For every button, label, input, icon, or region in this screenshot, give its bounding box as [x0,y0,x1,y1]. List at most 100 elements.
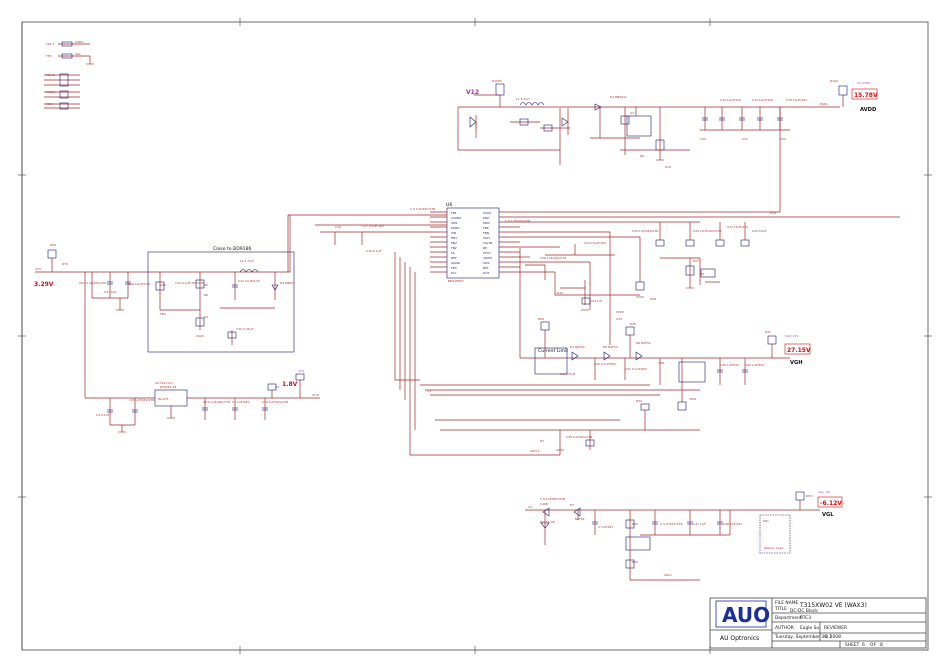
svg-text:VCOM: VCOM [46,90,56,94]
svg-text:C24 0.1uF/16V: C24 0.1uF/16V [584,241,607,245]
svg-text:EN1: EN1 [451,236,457,240]
svg-text:R6: R6 [204,293,208,297]
svg-text:IN OUT: IN OUT [158,397,169,401]
controller-ic: FB1 COMP1 SW1 PGND VIN EN1 EN2 FB2 SS RE… [430,202,520,283]
svg-text:BAT54 D8: BAT54 D8 [540,520,555,524]
svg-text:VGL1: VGL1 [664,573,672,577]
svg-text:C15 10uF/25V: C15 10uF/25V [786,98,808,102]
svg-text:L1 4.7uH: L1 4.7uH [516,97,529,101]
svg-text:R101: R101 [820,102,828,106]
svg-text:EN2: EN2 [451,241,457,245]
svg-text:C8 0.1uF/16V/X7R: C8 0.1uF/16V/X7R [79,281,106,285]
svg-text:C19 1uF/16V/X7R: C19 1uF/16V/X7R [262,400,288,404]
svg-text:D1 RB051L: D1 RB051L [610,95,627,99]
sheet-label: SHEET [845,642,860,648]
svg-text:R100: R100 [830,79,838,83]
svg-text:C7 1uF/16V: C7 1uF/16V [232,400,250,404]
svg-text:C35 1uF/16V/X7R: C35 1uF/16V/X7R [566,435,592,439]
svg-text:D5 BAT54: D5 BAT54 [603,345,618,349]
of-value: 8 [880,642,883,648]
svg-text:C21: C21 [742,137,748,141]
svg-text:VGH-1: VGH-1 [530,449,540,453]
svg-text:C41 0.1uF: C41 0.1uF [560,372,576,376]
svg-text:U2 TLV1117: U2 TLV1117 [155,381,173,385]
svg-text:C12 0.1uF/16V/X7R: C12 0.1uF/16V/X7R [175,281,204,285]
v18-section: U2 TLV1117 RT9193-18 IN OUT C4 0.1uF C5 … [84,272,320,433]
author-value: Eagle Su [800,625,819,631]
svg-text:C27 10uF/25V: C27 10uF/25V [727,225,749,229]
svg-text:5V AVDD: 5V AVDD [857,81,871,85]
svg-text:C4 0.1uF: C4 0.1uF [96,413,110,417]
svg-text:R4: R4 [204,315,208,319]
svg-text:RE: RE [483,246,487,250]
svg-text:Q1: Q1 [630,111,634,115]
svg-text:C33: C33 [616,317,622,321]
avdd-voltage: 15.78V [854,92,878,99]
ic-designator: U6 [446,202,452,208]
svg-text:C 0.1uF/50V/X7R: C 0.1uF/50V/X7R [540,497,565,501]
department-label: Department [775,615,802,621]
svg-text:C47 1uF: C47 1uF [693,522,706,526]
svg-text:C26 10uF/25V/X7R: C26 10uF/25V/X7R [693,229,721,233]
svg-text:VGH1: VGH1 [46,73,55,77]
avdd-boost-section: R1005 L1 4.7uH D1 RB051L C13 10uF/25V C1… [457,79,871,169]
svg-text:R70: R70 [62,262,68,266]
author-label: AUTHOR [775,625,794,631]
svg-text:C35 0.01uF: C35 0.01uF [236,327,253,331]
svg-text:C2: C2 [528,505,532,509]
sheet-border [18,18,932,654]
v33-voltage: 3.29V [34,281,54,288]
svg-text:C39 1uF/50V: C39 1uF/50V [720,363,740,367]
svg-text:C16: C16 [335,225,341,229]
file-name-label: FILE NAME [775,600,799,606]
svg-text:FB2: FB2 [451,246,457,250]
ic-wiring: C 0.1uF/16V/X7R C 0.1uF/16V/X7R C16 C17 … [287,107,900,455]
rev-value: 0.1 [825,634,832,640]
svg-text:TP1 5: TP1 5 [45,42,55,46]
svg-text:AGND: AGND [451,261,461,265]
vgl-net-label: VGL [822,512,834,518]
svg-text:SW2: SW2 [483,261,490,265]
svg-text:D2: D2 [700,272,704,276]
svg-text:R29: R29 [690,397,696,401]
svg-text:C5 1uF/16V/X7R: C5 1uF/16V/X7R [130,398,154,402]
svg-text:R40: R40 [557,291,563,295]
svg-text:AVDD: AVDD [75,40,84,44]
svg-text:R5: R5 [204,283,208,287]
svg-text:FBP: FBP [483,226,489,230]
svg-text:D6 BAT54: D6 BAT54 [636,341,651,345]
svg-text:CPOS: CPOS [483,211,491,215]
svg-text:C18 0.1uF: C18 0.1uF [366,249,382,253]
svg-text:C30 0.1uF/50V: C30 0.1uF/50V [594,362,617,366]
svg-text:SS: SS [451,251,455,255]
current-limit-label: Current Limit [538,348,568,354]
title-value: DC-DC Block [790,608,818,614]
svg-text:R34: R34 [632,560,638,564]
department-value: RTC3 [800,615,811,621]
svg-text:R1005: R1005 [492,79,502,83]
svg-text:R32: R32 [636,399,642,403]
svg-text:R31: R31 [765,330,771,334]
svg-text:C11 10uF/6.3V: C11 10uF/6.3V [238,279,261,283]
svg-text:COMP1: COMP1 [451,216,462,220]
title-block: AUO AU Optronics FILE NAME T315XW02 VE (… [709,597,927,649]
svg-text:R2: R2 [275,385,279,389]
svg-text:VGH: VGH [483,236,490,240]
title-label: TITLE [774,606,787,612]
close-box-label: Close to BD9186 [213,246,252,252]
voltage-readouts: 15.78V AVDD 3.29V 1.8V 27.15V VGH -6.12V… [34,88,878,518]
svg-text:FBN: FBN [483,231,489,235]
svg-text:REF: REF [451,256,457,260]
svg-text:RT9193-18: RT9193-18 [160,385,176,389]
svg-text:R10: R10 [665,165,671,169]
svg-text:R9: R9 [640,154,644,158]
svg-text:C6 0.1uF/16V/X7R: C6 0.1uF/16V/X7R [203,400,230,404]
svg-text:D4 BAT54: D4 BAT54 [570,345,585,349]
option-load-label: Option: Load [764,546,783,550]
of-label: OF [870,642,876,648]
svg-text:VFLK: VFLK [483,251,491,255]
reviewer-label: REVIEWER [824,625,847,631]
svg-text:R11: R11 [160,283,166,287]
